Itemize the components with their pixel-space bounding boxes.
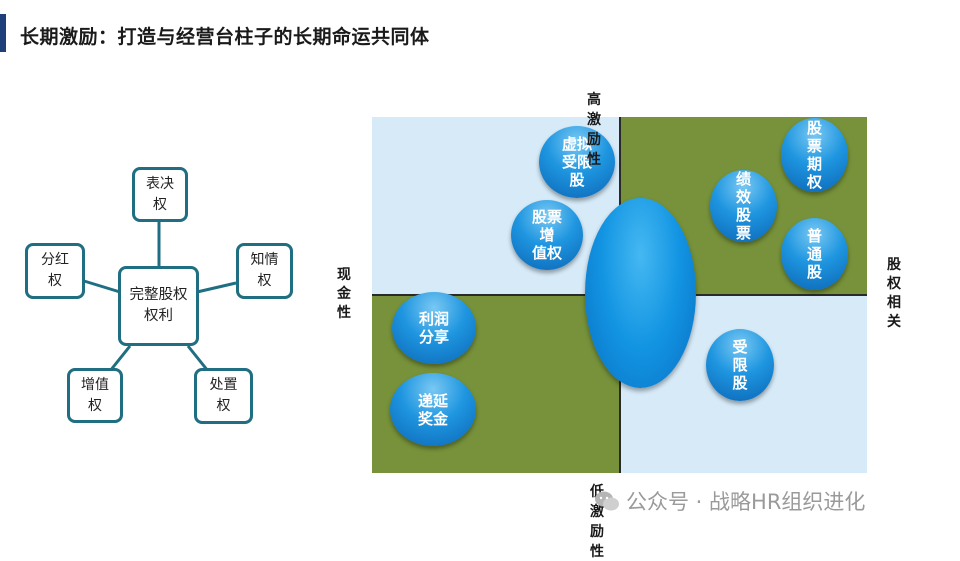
center-ellipse (585, 198, 696, 388)
bubble-stock-options: 股 票 期 权 (781, 118, 848, 192)
bubble-performance-stock: 绩 效 股 票 (710, 170, 777, 242)
bubble-profit-sharing: 利润 分享 (392, 292, 476, 364)
watermark: 公众号 · 战略HR组织进化 (594, 486, 865, 516)
complete-equity-rights-node: 完整股权 权利 (118, 266, 199, 346)
watermark-text: 公众号 · 战略HR组织进化 (626, 490, 866, 514)
bubble-restricted-stock: 受 限 股 (706, 329, 774, 401)
slide-title: 长期激励：打造与经营台柱子的长期命运共同体 (20, 26, 430, 48)
wechat-icon (595, 491, 619, 511)
appreciation-right-node: 增值 权 (67, 368, 123, 423)
dividend-right-node: 分红 权 (25, 243, 85, 299)
connector-lines (83, 221, 237, 372)
bubble-stock-appreciation-right: 股票 增 值权 (511, 200, 583, 270)
top-axis-label: 高激励性 (587, 92, 601, 168)
bubble-deferred-bonus: 递延 奖金 (390, 373, 476, 446)
left-axis-label: 现 金 性 (337, 267, 351, 321)
information-right-node: 知情 权 (236, 243, 293, 299)
disposal-right-node: 处置 权 (194, 368, 253, 424)
bubble-common-stock: 普 通 股 (781, 218, 848, 290)
voting-right-node: 表决 权 (132, 167, 188, 222)
right-axis-label: 股 权 相 关 (887, 257, 901, 330)
title-accent-bar (0, 14, 6, 52)
bubble-virtual-stock: 虚拟 受限 股 (539, 126, 615, 198)
